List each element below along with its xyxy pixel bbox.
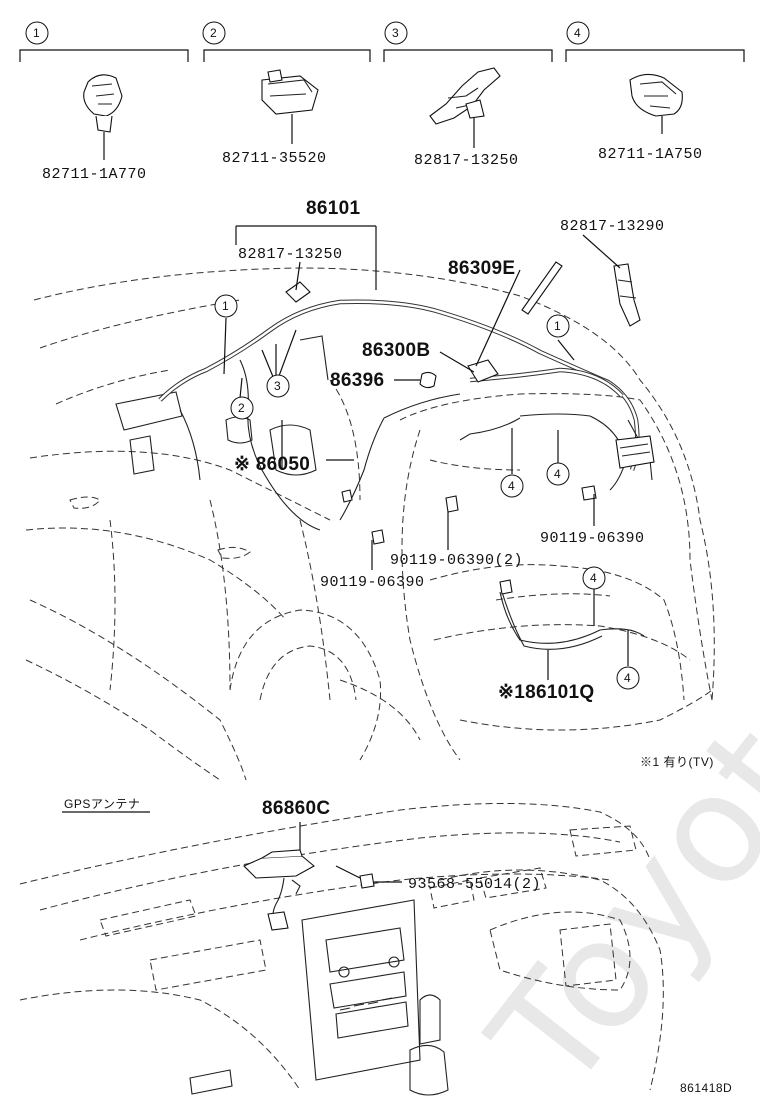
label-90119-06390-left: 90119-06390 [320,574,425,591]
svg-text:4: 4 [590,571,597,585]
label-86396: 86396 [330,370,384,391]
part-82817-13250-top: 82817-13250 [414,152,519,169]
callout-4-a: 4 [500,474,524,498]
marker-1-top: 1 [25,21,49,45]
part-82711-1A770: 82711-1A770 [42,166,147,183]
callout-2: 2 [230,396,254,420]
label-86101: 86101 [306,198,360,219]
dashboard-view: GPSアンテナ [19,797,664,1096]
svg-text:3: 3 [392,26,399,40]
part-82711-1A750: 82711-1A750 [598,146,703,163]
label-86050: ※ 86050 [234,454,310,475]
svg-text:3: 3 [274,379,281,393]
marker-2-top: 2 [202,21,226,45]
callout-4-b: 4 [546,462,570,486]
label-86101Q: ※186101Q [498,682,595,703]
clip-82711-35520-drawing [261,69,319,144]
clip-82711-1A750-drawing [629,73,683,134]
watermark: Toyota-Tech.ru [458,150,760,1112]
svg-text:1: 1 [33,26,40,40]
label-86860C: 86860C [262,798,330,819]
gps-section-title: GPSアンテナ [64,797,140,811]
label-86309E: 86309E [448,258,515,279]
callout-4-c: 4 [582,566,606,590]
vehicle-rear-view [25,225,715,781]
label-86300B: 86300B [362,340,430,361]
label-82817-13290: 82817-13290 [560,218,665,235]
callout-1-right: 1 [546,314,570,338]
svg-text:4: 4 [624,671,631,685]
part-82711-35520: 82711-35520 [222,150,327,167]
svg-text:4: 4 [574,26,581,40]
label-82817-13250: 82817-13250 [238,246,343,263]
svg-text:2: 2 [210,26,217,40]
note-tv: ※1 有り(TV) [640,755,714,769]
svg-text:2: 2 [238,401,245,415]
label-90119-06390-right: 90119-06390 [540,530,645,547]
callout-4-d: 4 [616,666,640,690]
clip-82711-1A770-drawing [83,74,123,160]
svg-text:4: 4 [554,467,561,481]
label-93568-55014: 93568-55014(2) [408,876,541,893]
callout-3: 3 [266,374,290,398]
marker-3-top: 3 [384,21,408,45]
label-90119-06390-2: 90119-06390(2) [390,552,523,569]
top-parts-strip: 1 2 3 4 82711-1A770 82711-3552 [19,21,745,183]
svg-text:4: 4 [508,479,515,493]
callout-1-left: 1 [214,294,238,318]
svg-text:1: 1 [554,319,561,333]
figure-id: 861418D [680,1081,732,1095]
marker-4-top: 4 [566,21,590,45]
clip-82817-13250-drawing [429,67,501,148]
svg-text:1: 1 [222,299,229,313]
